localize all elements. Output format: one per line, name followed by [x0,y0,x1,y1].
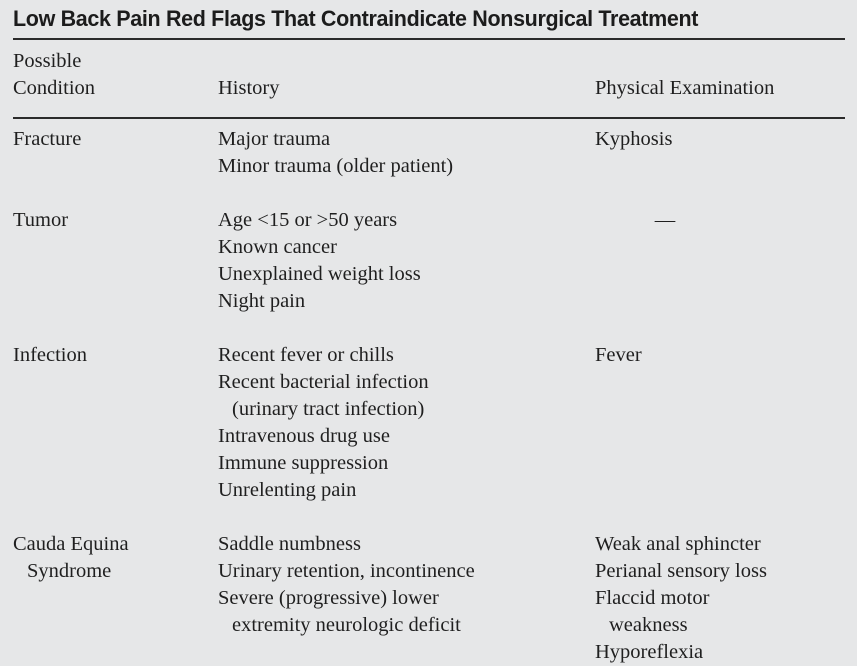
cell-line: Major trauma [218,128,331,150]
cell-line: Urinary retention, incontinence [218,560,475,582]
cell-physical-examination: Fever [595,342,850,369]
cell-line: Night pain [218,290,306,312]
cell-line: (urinary tract infection) [232,398,425,420]
cell-possible-condition: Infection [13,342,213,369]
cell-line: Fever [595,344,642,366]
cell-line: Kyphosis [595,128,673,150]
cell-line: Infection [13,344,87,366]
column-header-possible-condition: Possible Condition [13,50,96,99]
cell-line: Perianal sensory loss [595,560,767,582]
rule-above-header [13,38,845,40]
cell-line: Intravenous drug use [218,425,390,447]
cell-line: Unexplained weight loss [218,263,421,285]
cell-line: Age <15 or >50 years [218,209,398,231]
cell-possible-condition: Fracture [13,126,213,153]
cell-line: Known cancer [218,236,337,258]
cell-physical-examination: Kyphosis [595,126,850,153]
cell-line: — [654,209,676,231]
cell-line: Flaccid motor [595,587,710,609]
cell-line: Saddle numbness [218,533,361,555]
cell-line: Severe (progressive) lower [218,587,439,609]
cell-line: Hyporeflexia [595,641,704,663]
cell-line: Recent bacterial infection [218,371,429,393]
column-header-physical-examination: Physical Examination [595,77,775,99]
cell-physical-examination: — [595,207,735,234]
cell-line: extremity neurologic deficit [232,614,461,636]
page-title: Low Back Pain Red Flags That Contraindic… [13,6,699,31]
cell-line: Syndrome [27,560,112,582]
cell-line: Fracture [13,128,82,150]
cell-line: Minor trauma (older patient) [218,155,454,177]
cell-line: weakness [609,614,688,636]
column-header-history: History [218,77,280,99]
cell-line: Cauda Equina [13,533,129,555]
table-header-row: Possible Condition History Physical Exam… [0,48,857,112]
cell-line: Tumor [13,209,69,231]
rule-below-header [13,117,845,119]
cell-line: Weak anal sphincter [595,533,761,555]
cell-possible-condition: Tumor [13,207,213,234]
cell-line: Recent fever or chills [218,344,394,366]
cell-line: Immune suppression [218,452,389,474]
cell-line: Unrelenting pain [218,479,357,501]
